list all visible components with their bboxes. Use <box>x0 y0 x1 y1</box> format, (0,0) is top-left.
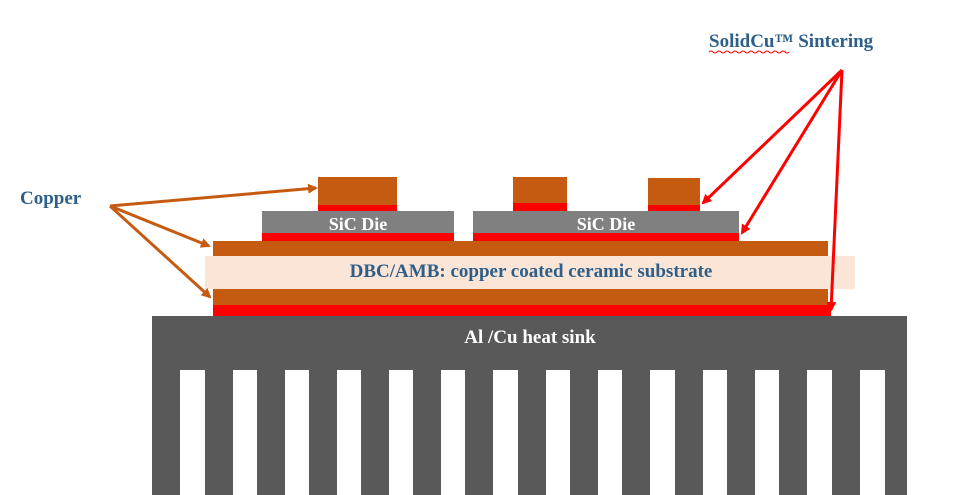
sinter-layer-die-right <box>473 233 739 241</box>
heat-sink-body <box>152 316 907 495</box>
copper-clip-2 <box>513 177 567 203</box>
heat-sink-label: Al /Cu heat sink <box>464 327 596 348</box>
heat-sink: Al /Cu heat sink <box>152 316 907 495</box>
substrate-label: DBC/AMB: copper coated ceramic substrate <box>350 261 713 282</box>
sintering-label-underline <box>708 50 790 54</box>
copper-layer-top <box>213 241 828 256</box>
sic-die-left-label: SiC Die <box>329 214 388 234</box>
sinter-arrow-to-clip <box>701 68 844 205</box>
sinter-layer-bottom <box>213 305 831 316</box>
sinter-clip-3 <box>648 205 700 211</box>
sic-die-right-label: SiC Die <box>577 214 636 234</box>
sinter-arrow-to-heat-sink <box>826 69 844 312</box>
sintering-arrows <box>701 68 844 312</box>
copper-label: Copper <box>20 188 82 209</box>
copper-arrow-to-clip <box>109 183 318 208</box>
sintering-label: SolidCu™ Sintering <box>709 31 874 52</box>
sic-die-left <box>262 211 454 233</box>
sinter-clip-1 <box>318 205 397 211</box>
ceramic-substrate <box>205 256 855 289</box>
copper-clip-3 <box>648 178 700 205</box>
copper-layer-bottom <box>213 289 828 305</box>
copper-clip-1 <box>318 177 397 205</box>
sic-die-right <box>473 211 739 233</box>
sinter-clip-2 <box>513 203 567 211</box>
sinter-layer-die-left <box>262 233 454 241</box>
sinter-arrow-to-die <box>740 69 844 235</box>
copper-arrow-to-top-layer <box>109 204 211 248</box>
copper-arrow-to-bottom-layer <box>108 204 212 299</box>
copper-arrows <box>108 183 318 299</box>
